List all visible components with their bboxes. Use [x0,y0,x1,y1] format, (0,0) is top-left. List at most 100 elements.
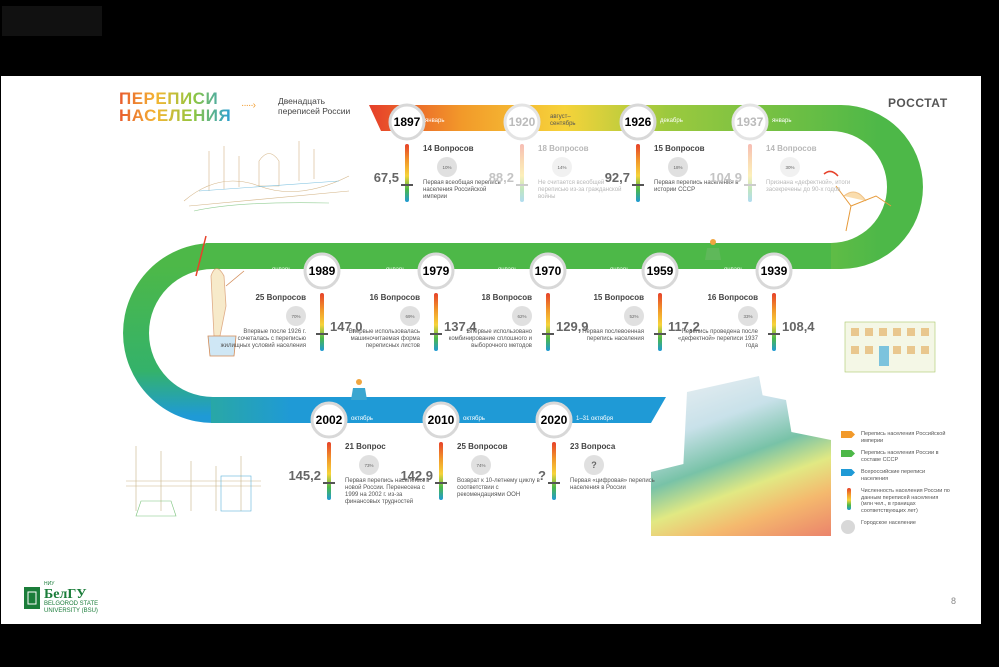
census-info-2020: 23 Вопроса?Первая «цифровая» перепись на… [570,442,656,492]
year-label: 1970 [535,264,562,278]
questions-count: 14 Вопросов [766,144,817,153]
population-bar [327,442,331,500]
university-logo: НИУ БелГУ BELGOROD STATE UNIVERSITY (BSU… [23,580,98,615]
motherland-statue-sketch [195,235,245,357]
year-badge-circle [535,401,573,439]
population-value: 147,0 [330,319,363,334]
petersburg-sketch [183,141,350,212]
population-bar [748,144,752,202]
census-description: Возврат к 10-летнему циклу в соответстви… [457,478,540,498]
population-bar [520,144,524,202]
legend-item: Городское население [841,520,951,534]
month-label: октябрь [463,416,485,422]
population-marker [542,333,554,335]
population-bar [546,293,550,351]
legend-item: Численность населения России по данным п… [841,488,951,514]
bsu-emblem-icon [24,586,40,609]
year-badge-circle [422,401,460,439]
urban-share-pie: 74% [471,455,491,475]
year-badge-1970: 1970 [529,252,567,290]
month-label: январь [498,267,518,273]
census-description: Впервые использовано комбинирование спло… [448,329,532,349]
population-marker [516,184,528,186]
questions-count: 21 Вопрос [345,442,386,451]
population-marker [316,333,328,335]
brand-subtitle: Двенадцать переписей России [278,96,350,116]
arrow-icon: ·····› [241,100,256,111]
legend-swatch [841,431,855,438]
legend-swatch [841,469,855,476]
legend-label: Численность населения России по данным п… [861,488,950,514]
year-badge-1979: 1979 [417,252,455,290]
year-badge-circle [503,103,541,141]
month-label: январь [386,267,406,273]
year-badge-circle [755,252,793,290]
census-description: Впервые использовалась машиночитаемая фо… [348,329,420,349]
questions-count: 16 Вопросов [707,293,758,302]
urban-share-label: 18% [673,164,683,170]
population-marker [430,333,442,335]
urban-share-pie: 73% [359,455,379,475]
census-description: Признана «дефектной», итоги засекречены … [766,180,851,193]
year-label: 1989 [309,264,336,278]
month-label: август–сентябрь [550,114,576,127]
year-badge-1897: 1897 [388,103,426,141]
rosstat-logo: РОССТАТ [888,96,948,110]
year-badge-1937: 1937 [731,103,769,141]
population-value: 145,2 [288,468,321,483]
month-label: декабрь [660,118,683,124]
census-taker-figure-icon [351,379,367,400]
census-description: Первая послевоенная перепись населения [582,329,644,342]
year-label: 1897 [394,115,421,129]
legend-swatch [841,450,855,457]
year-badge-1926: 1926 [619,103,657,141]
population-value: 108,4 [782,319,815,334]
year-badge-circle [303,252,341,290]
questions-count: 23 Вопроса [570,442,616,451]
questions-count: 25 Вопросов [255,293,306,302]
year-badge-circle [529,252,567,290]
urban-share-label: 69% [405,313,415,319]
logo-line4: UNIVERSITY (BSU) [44,608,98,614]
urban-share-label: 30% [785,164,795,170]
census-description: Не считается всеобщей переписью из-за гр… [538,180,622,200]
population-value: 137,4 [444,319,477,334]
year-badge-1959: 1959 [641,252,679,290]
questions-count: 25 Вопросов [457,442,508,451]
urban-share-pie: 62% [512,306,532,326]
population-marker [435,482,447,484]
questions-count: 16 Вопросов [369,293,420,302]
urban-share-label: ? [591,460,597,470]
month-label: январь [610,267,630,273]
subtitle-line2: переписей России [278,106,351,116]
urban-share-label: 73% [364,462,374,468]
subtitle-line1: Двенадцать [278,96,326,106]
urban-share-pie: 10% [437,157,457,177]
month-label: январь [724,267,744,273]
brand-title: ПЕРЕПИСИ НАСЕЛЕНИЯ [119,90,231,124]
population-bar [320,293,324,351]
population-bar [405,144,409,202]
year-badge-circle [417,252,455,290]
legend-item: Перепись населения Российской империи [841,431,951,444]
legend-label: Перепись населения России в составе СССР [861,450,939,463]
urban-share-pie: ? [584,455,604,475]
population-value: 129,9 [556,319,589,334]
population-value: 88,2 [488,170,514,185]
population-bar [552,442,556,500]
year-badge-circle [388,103,426,141]
year-badge-2002: 2002 [310,401,348,439]
legend-label: Городское население [861,520,916,526]
year-label: 1920 [509,115,536,129]
census-info-1979: 16 Вопросов 69% Впервые использовалась маш… [334,293,420,350]
year-badge-circle [619,103,657,141]
page-number: 8 [951,596,957,606]
urban-share-pie: 70% [286,306,306,326]
urban-share-pie: 30% [780,157,800,177]
